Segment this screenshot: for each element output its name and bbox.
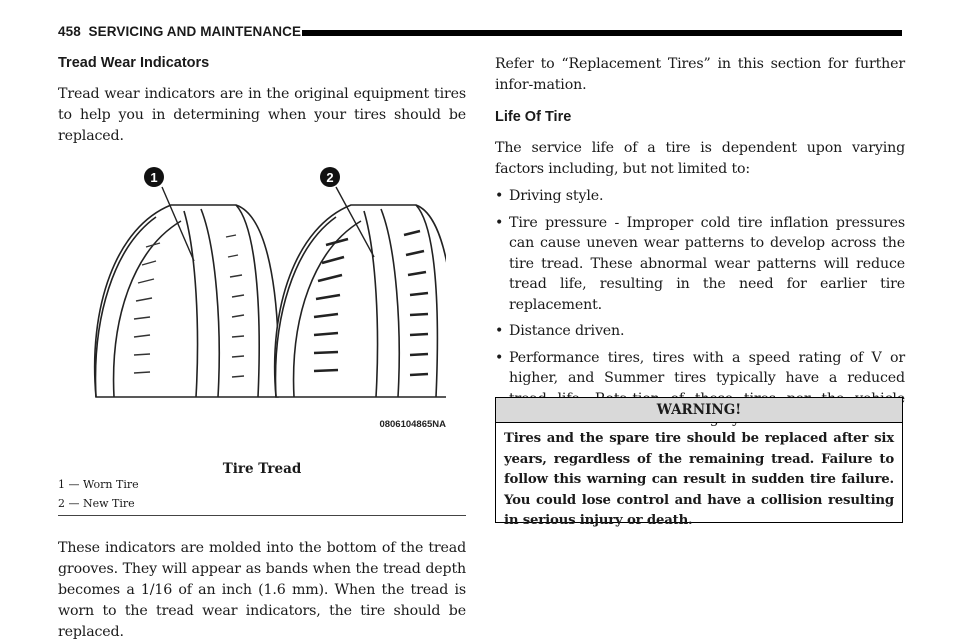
legend-divider — [58, 515, 466, 516]
callout-2-leader — [335, 186, 375, 258]
tire-tread-figure: 1 2 08061 — [58, 157, 466, 477]
legend-item-2: 2 — New Tire — [58, 497, 135, 510]
warning-text: Tires and the spare tire should be repla… — [504, 431, 894, 528]
life-of-tire-heading: Life Of Tire — [495, 109, 572, 125]
list-item-text: Distance driven. — [509, 323, 625, 339]
new-tire-grooves — [313, 229, 429, 377]
warning-box: WARNING! Tires and the spare tire should… — [495, 397, 903, 528]
indicators-body: These indicators are molded into the bot… — [58, 540, 466, 640]
tire-tread-illustration: 1 2 — [93, 167, 446, 398]
refer-paragraph: Refer to “Replacement Tires” in this sec… — [495, 56, 905, 93]
figure-code: 0806104865NA — [379, 419, 446, 430]
right-column: Refer to “Replacement Tires” in this sec… — [495, 54, 905, 436]
left-column: Tread Wear Indicators Tread wear indicat… — [58, 54, 466, 643]
legend-item-1: 1 — Worn Tire — [58, 478, 139, 491]
list-item: • Driving style. — [495, 186, 905, 207]
worn-tire-drawing — [93, 204, 280, 398]
factor-list: • Driving style. • Tire pressure - Imprope… — [495, 186, 905, 430]
callout-2-number: 2 — [326, 170, 333, 185]
page-header-text: 458 SERVICING AND MAINTENANCE — [58, 24, 301, 39]
callout-1-badge — [144, 167, 164, 187]
figure-legend: 1 — Worn Tire 2 — New Tire — [58, 475, 466, 516]
bullet-mark: • — [495, 214, 504, 231]
new-tire-drawing — [273, 204, 446, 398]
callout-1-leader — [161, 186, 195, 262]
section-title: SERVICING AND MAINTENANCE — [88, 24, 302, 39]
list-item-text: Driving style. — [509, 188, 604, 204]
warning-title: WARNING! — [496, 398, 902, 423]
page-number: 458 — [58, 24, 81, 39]
list-item-text: Tire pressure - Improper cold tire infla… — [509, 214, 905, 313]
callout-1-number: 1 — [150, 170, 157, 185]
tread-wear-intro: Tread wear indicators are in the origina… — [58, 86, 466, 144]
bullet-mark: • — [495, 349, 504, 366]
bullet-mark: • — [495, 188, 504, 204]
list-item: • Tire pressure - Improper cold tire infl… — [495, 213, 905, 316]
bullet-mark: • — [495, 323, 504, 339]
header-rule — [302, 30, 902, 36]
figure-title: Tire Tread — [222, 461, 302, 477]
life-of-tire-intro: The service life of a tire is dependent … — [495, 140, 905, 177]
callout-2-badge — [320, 167, 340, 187]
tread-wear-heading: Tread Wear Indicators — [58, 55, 210, 71]
list-item: • Distance driven. — [495, 321, 905, 342]
worn-tire-grooves — [133, 234, 245, 378]
page-header: 458 SERVICING AND MAINTENANCE — [58, 24, 902, 42]
